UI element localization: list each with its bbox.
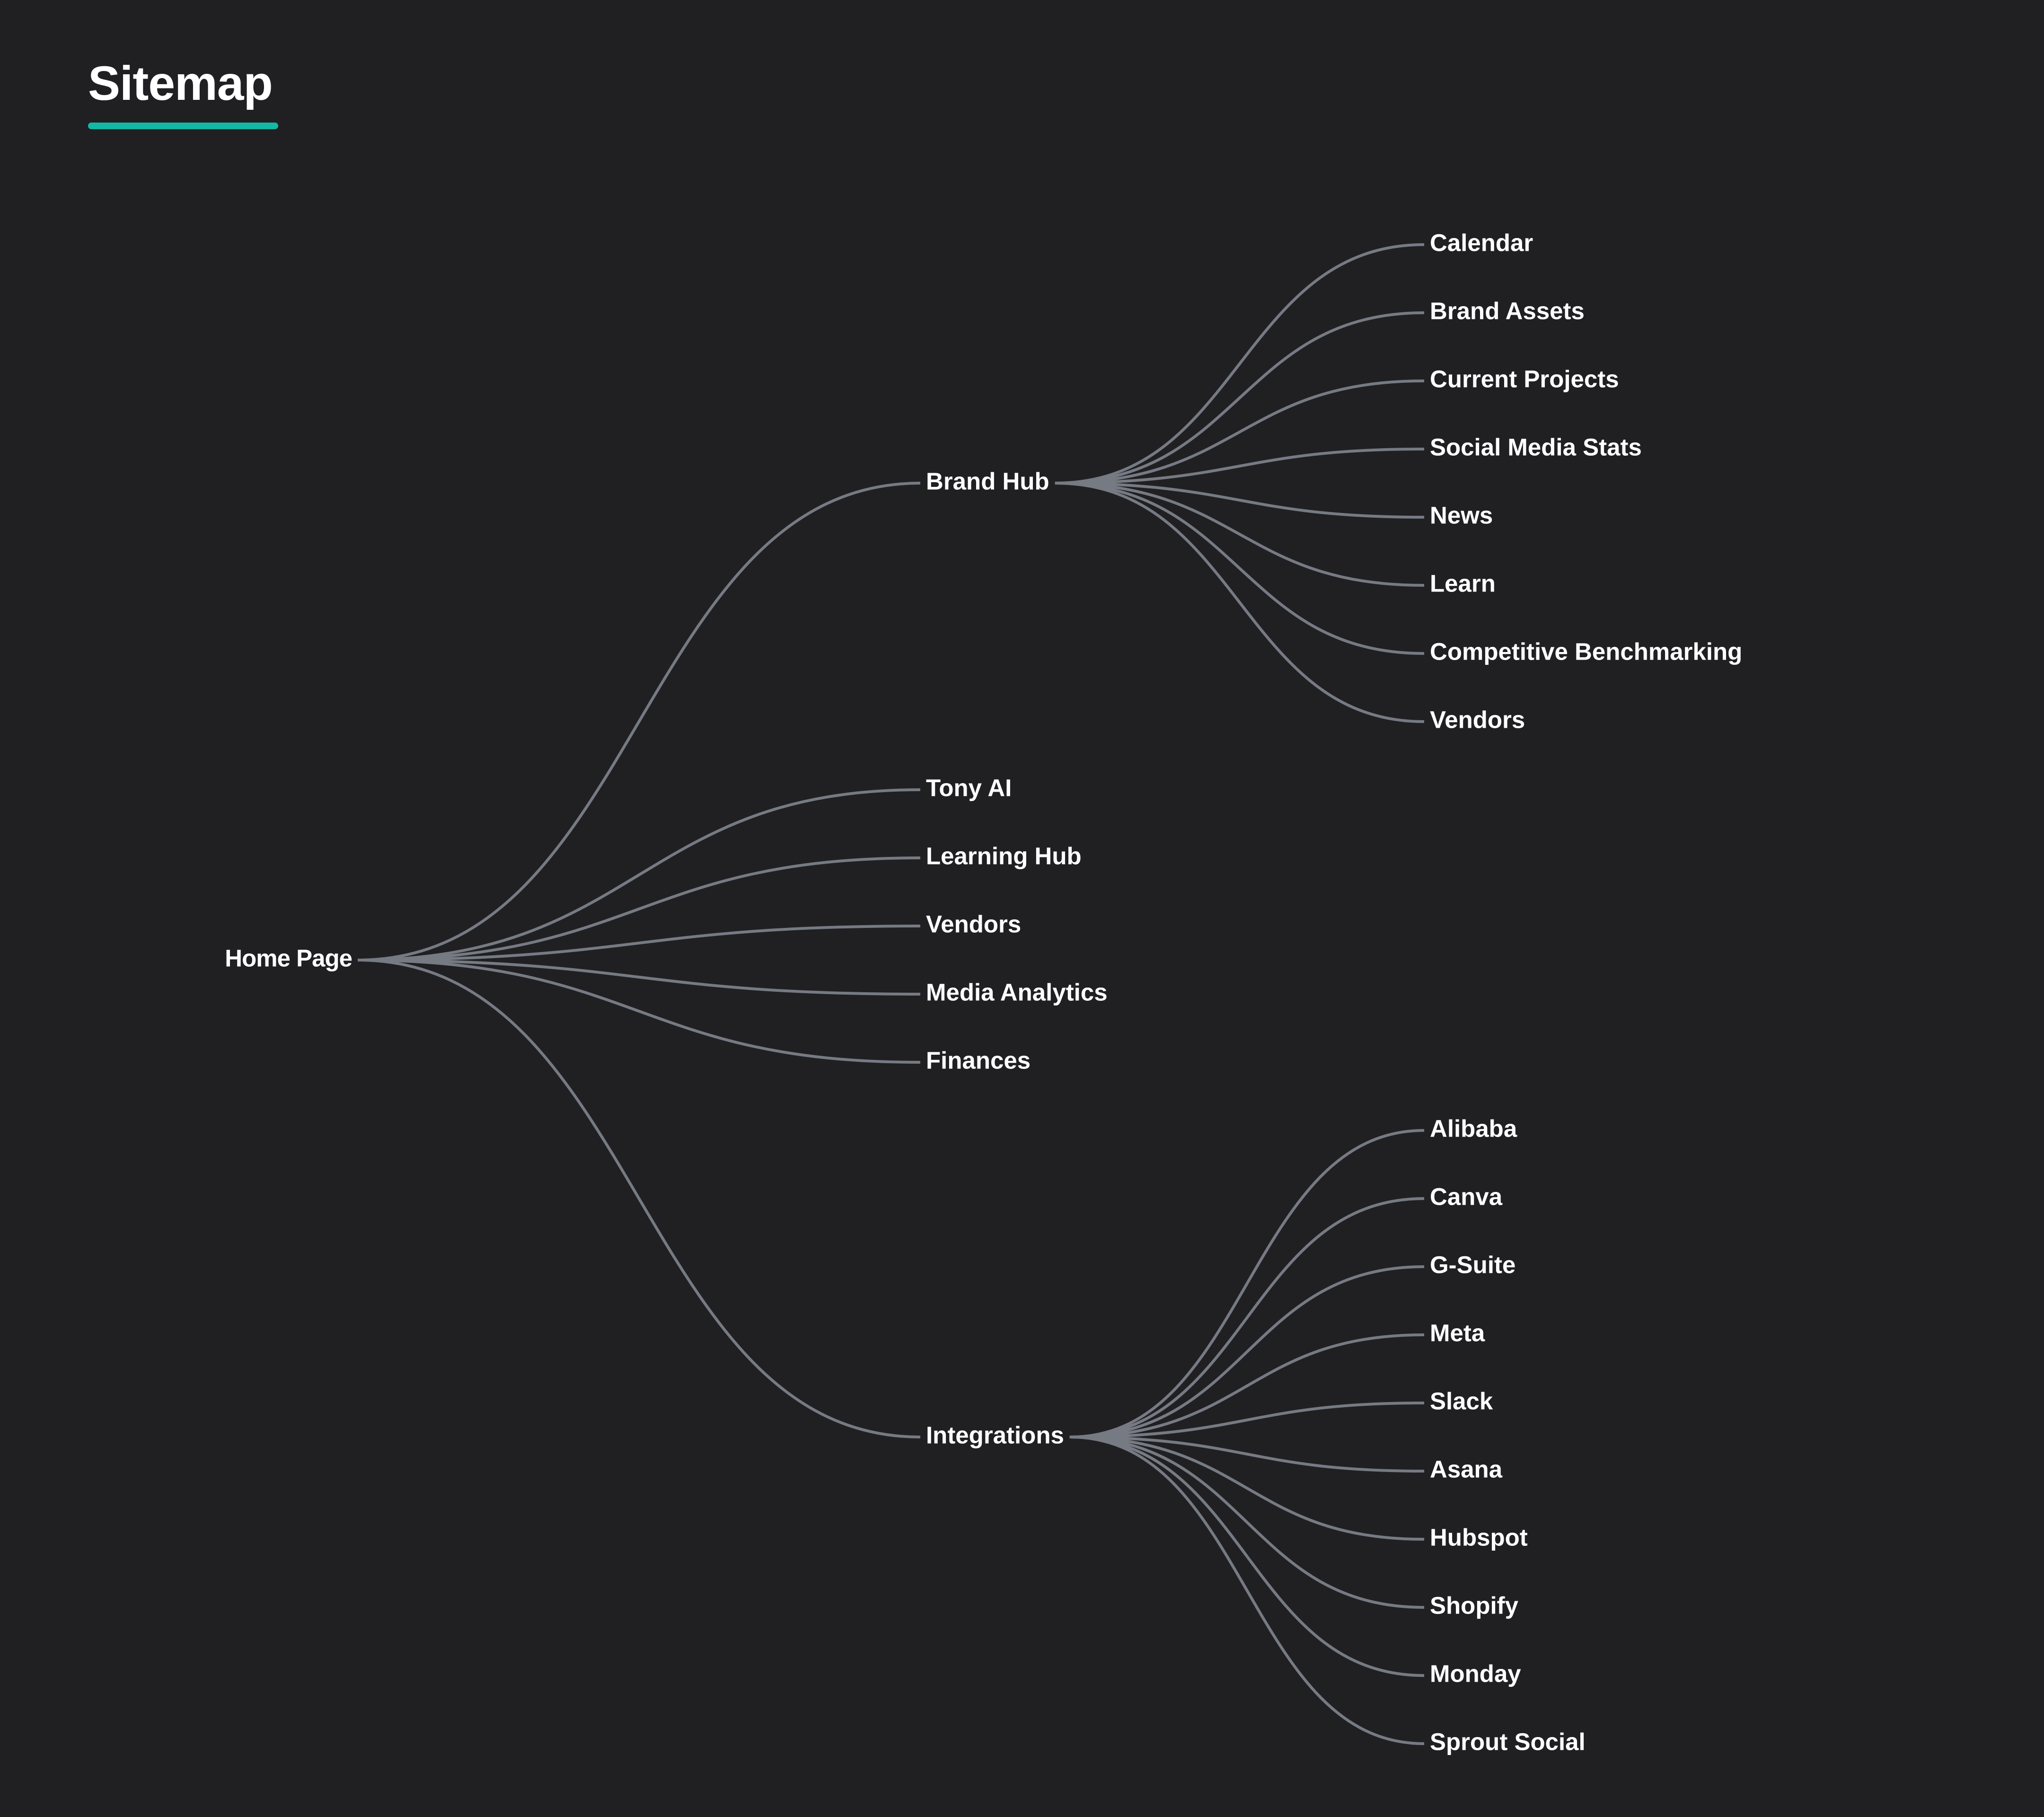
tree-links	[357, 243, 1425, 1745]
node-hubspot: Hubspot	[1430, 1524, 1528, 1551]
node-current-projects: Current Projects	[1430, 365, 1619, 392]
node-news: News	[1430, 502, 1493, 529]
node-meta: Meta	[1430, 1319, 1485, 1346]
link-brand-hub-to-brand-assets	[1055, 311, 1425, 485]
node-shopify: Shopify	[1430, 1592, 1519, 1619]
link-integrations-to-shopify	[1069, 1436, 1425, 1609]
link-brand-hub-to-news	[1055, 482, 1425, 519]
page-title: Sitemap	[88, 56, 273, 110]
page-header: Sitemap	[88, 56, 278, 130]
link-home-page-to-media-analytics	[357, 959, 921, 996]
link-brand-hub-to-social-media-stats	[1055, 448, 1425, 485]
node-tony-ai: Tony AI	[926, 774, 1012, 801]
node-finances: Finances	[926, 1047, 1031, 1074]
node-learn: Learn	[1430, 570, 1496, 597]
link-home-page-to-brand-hub	[357, 482, 921, 961]
link-integrations-to-meta	[1069, 1333, 1425, 1438]
node-canva: Canva	[1430, 1183, 1503, 1210]
node-brand-hub-branch: Brand Hub	[926, 467, 1049, 494]
link-home-page-to-finances	[357, 959, 921, 1064]
node-brand-assets: Brand Assets	[1430, 297, 1585, 324]
node-monday: Monday	[1430, 1660, 1521, 1687]
link-integrations-to-slack	[1069, 1402, 1425, 1438]
node-alibaba: Alibaba	[1430, 1115, 1517, 1142]
link-integrations-to-alibaba	[1069, 1129, 1425, 1438]
node-slack: Slack	[1430, 1387, 1493, 1414]
link-integrations-to-asana	[1069, 1436, 1425, 1473]
node-vendors: Vendors	[926, 910, 1021, 937]
node-social-media-stats: Social Media Stats	[1430, 433, 1642, 460]
link-integrations-to-hubspot	[1069, 1436, 1425, 1541]
link-integrations-to-canva	[1069, 1197, 1425, 1438]
link-brand-hub-to-learn	[1055, 482, 1425, 587]
link-home-page-to-integrations	[357, 959, 921, 1438]
node-asana: Asana	[1430, 1455, 1503, 1482]
node-home-page-branch: Home Page	[225, 944, 352, 971]
node-sprout-social: Sprout Social	[1430, 1728, 1586, 1755]
node-integrations-branch: Integrations	[926, 1421, 1064, 1448]
link-brand-hub-to-current-projects	[1055, 379, 1425, 485]
title-underline	[88, 123, 278, 130]
node-competitive-benchmarking: Competitive Benchmarking	[1430, 638, 1742, 665]
link-home-page-to-tony-ai	[357, 788, 921, 961]
link-integrations-to-monday	[1069, 1436, 1425, 1677]
node-calendar: Calendar	[1430, 229, 1533, 256]
link-integrations-to-g-suite	[1069, 1265, 1425, 1438]
link-brand-hub-to-calendar	[1055, 243, 1425, 485]
link-home-page-to-vendors	[357, 925, 921, 961]
link-brand-hub-to-vendors	[1055, 482, 1425, 723]
link-integrations-to-sprout-social	[1069, 1436, 1425, 1745]
node-learning-hub: Learning Hub	[926, 842, 1082, 869]
link-brand-hub-to-competitive-benchmarking	[1055, 482, 1425, 655]
node-media-analytics: Media Analytics	[926, 979, 1108, 1006]
node-vendors: Vendors	[1430, 706, 1525, 733]
node-g-suite: G-Suite	[1430, 1251, 1515, 1278]
link-home-page-to-learning-hub	[357, 856, 921, 961]
